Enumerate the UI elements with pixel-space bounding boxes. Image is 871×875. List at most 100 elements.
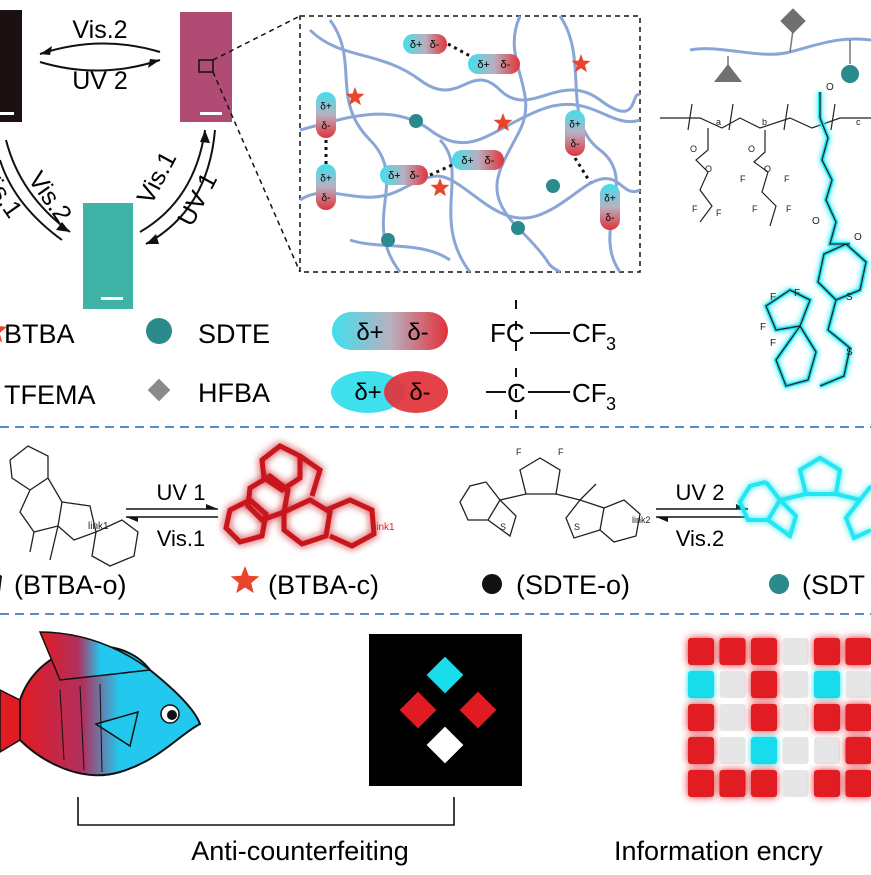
fragment-tfema-cf: CF [572,378,607,408]
sdte-open-f1: F [516,447,522,457]
btba-forward-label: UV 1 [157,480,206,505]
dipole-capsule [468,54,520,74]
network-inset: δ+δ-δ+δ-δ+δ-δ+δ-δ+δ-δ+δ-δ+δ-δ+δ- [300,16,640,272]
dipole-neg-label: δ- [485,155,495,167]
btba-closed-structure [226,446,374,546]
encryption-cell [720,704,746,731]
sdte-open-label: (SDTE-o) [516,570,630,600]
encryption-cell [846,737,871,764]
copolymer-backbone [690,39,871,54]
dipole-capsule [452,150,504,170]
sc-o-1: O [826,82,834,93]
sc-f-1: F [770,292,776,303]
arrow-vis2-top-head [40,46,52,55]
applications: Anti-counterfeiting Information encry [0,632,871,866]
copolymer-atom-labels: a b c O O O O F F F F F F [690,117,861,218]
fragment-hfba-sub: 3 [606,334,616,354]
sdte-open-structure [460,458,640,542]
fragment-hfba-fc: FC [490,318,525,348]
btba-open-star-partial-icon [0,570,2,592]
dipole-pos-label: δ+ [320,101,332,112]
encryption-cell [720,638,746,665]
legend-dipole-open-pos: δ+ [356,319,383,346]
dipole-neg-label: δ- [410,170,420,182]
reactions-row: link1 UV 1 Vis.1 link1 F F [0,446,871,600]
atom-f-3: F [740,174,746,184]
pink-film-scale-bar [200,112,222,115]
sdte-open-s2: S [574,522,580,532]
sc-f-2: F [794,288,800,299]
dipole-neg-label: δ- [501,59,511,71]
anti-counterfeit-panel [369,634,522,786]
bracket-anti-counterfeiting [78,797,454,825]
sdte-dot-chain [841,65,859,83]
encryption-cell [783,638,809,665]
encryption-cell [720,770,746,797]
sdte-closed-structure [740,458,871,538]
encryption-cell [814,704,840,731]
dipole-neg-label: δ- [571,139,580,150]
encryption-cell [846,770,871,797]
encryption-cell [814,638,840,665]
fragment-hfba-cf: CF [572,318,607,348]
atom-f-1: F [692,204,698,214]
arrow-right-outer-head [200,130,210,143]
dipole-pos-label: δ+ [320,173,332,184]
fish-pupil [167,710,177,720]
atom-f-6: F [786,204,792,214]
sub-b: b [762,117,767,127]
label-vis2-left: Vis.2 [23,166,78,227]
encryption-cell [846,638,871,665]
btba-open-link: link1 [88,521,109,532]
dipole-neg-label: δ- [430,39,440,51]
fish-illustration [0,632,200,775]
btba-closed-link: link1 [374,522,395,533]
legend-dipole-closed-pos-label: δ+ [354,379,381,406]
legend: BTBA TFEMA SDTE HFBA δ+ δ- δ+ δ- FC CF 3… [4,300,616,420]
sc-s-1: S [846,292,853,303]
sdte-sidechain-lines [766,92,866,386]
encryption-cell [688,770,714,797]
dipole-pos-label: δ+ [569,119,581,130]
legend-sdte-circle-icon [146,318,172,344]
sdte-open-link: link2 [632,515,651,525]
sdte-closed-label: (SDT [802,570,865,600]
encryption-cell [751,737,777,764]
encryption-cell [688,671,714,698]
sdte-backward-label: Vis.2 [676,526,725,551]
legend-label-btba: BTBA [4,319,75,349]
encryption-cell [751,770,777,797]
sdte-sidechain-glow [766,92,866,386]
dipole-pos-label: δ+ [388,170,401,182]
hfba-diamond-chain [780,8,805,33]
tfema-triangle-chain [714,64,742,82]
encryption-cell [783,671,809,698]
cyan-film-sample [83,203,133,309]
fragment-tfema-sub: 3 [606,394,616,414]
dark-film-sample [0,10,22,122]
encryption-cell [814,737,840,764]
btba-closed-star-shape [231,566,260,593]
btba-open-structure [10,446,138,566]
fragment-tfema-c: C [507,378,526,408]
sdte-closed-dot-icon [769,574,789,594]
legend-label-tfema: TFEMA [4,380,96,410]
legend-dipole-closed-neg-label: δ- [409,379,430,406]
legend-dipole-open-neg: δ- [407,319,428,346]
dark-film-scale-bar [0,112,14,115]
btba-closed-star-icon [231,566,260,593]
sdte-open-s1: S [500,522,506,532]
encryption-cell [688,737,714,764]
dipole-neg-label: δ- [322,121,331,132]
encryption-cell [720,737,746,764]
arrow-uv2-top-head [148,59,160,68]
encryption-cell [751,704,777,731]
atom-o-1: O [690,144,697,154]
encryption-cell [751,671,777,698]
label-uv1-right: UV 1 [172,168,223,230]
legend-dipole-open [332,312,448,350]
sdte-open-labels: F F S S link2 [500,447,651,532]
sc-o-2: O [812,216,820,227]
dipole-pos-label: δ+ [604,193,616,204]
sc-f-4: F [770,338,776,349]
